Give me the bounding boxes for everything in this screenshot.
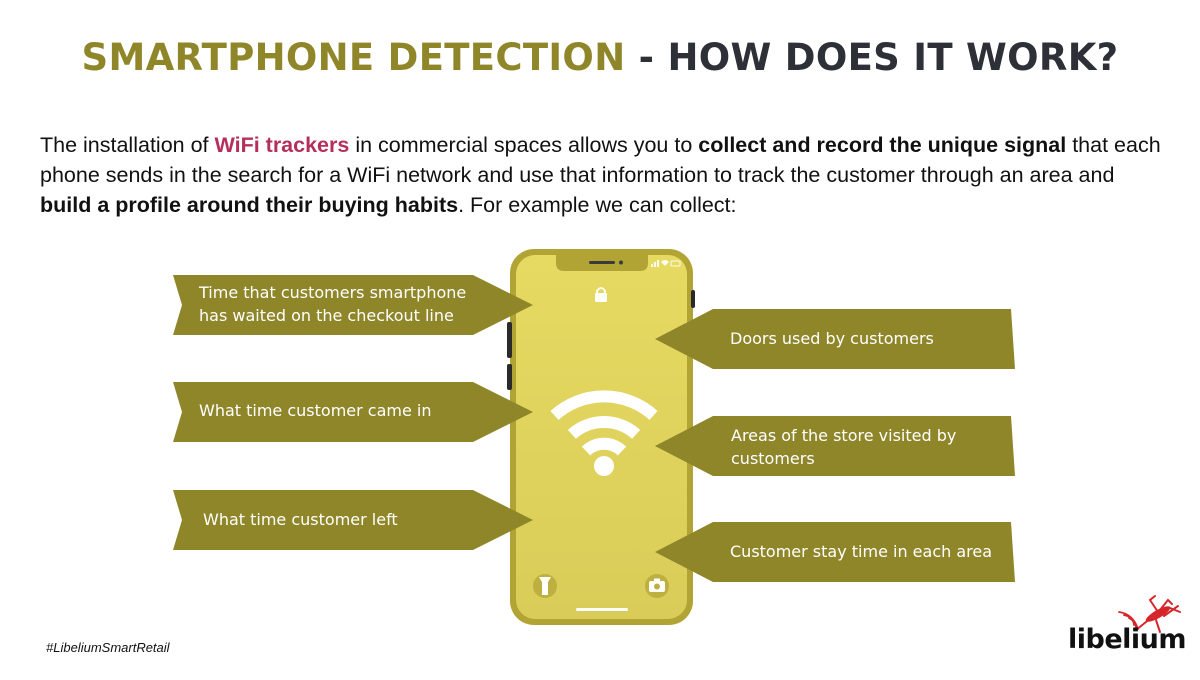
banner-right-2 [655,416,1015,476]
lock-icon [595,287,607,302]
title-rest: - HOW DOES IT WORK? [625,36,1119,79]
mosquito-icon [1118,595,1181,633]
intro-paragraph: The installation of WiFi trackers in com… [40,130,1170,220]
label-doors-used: Doors used by customers [730,329,934,348]
intro-text: that each phone sends in the search for … [40,133,1161,187]
label-time-came-in: What time customer came in [199,401,432,420]
intro-bold: collect and record the unique signal [698,133,1067,157]
banner-left-1 [173,275,533,335]
banner-left-2 [173,382,533,442]
banner-right-3 [655,522,1015,582]
intro-bold: build a profile around their buying habi… [40,193,459,217]
title-accent: SMARTPHONE DETECTION [81,36,626,79]
intro-text: . For example we can collect: [458,193,737,217]
signal-icon [651,260,659,267]
battery-icon [670,260,681,267]
page-title: SMARTPHONE DETECTION - HOW DOES IT WORK? [0,36,1200,79]
label-stay-time: Customer stay time in each area [730,542,993,561]
label-time-left: What time customer left [203,510,398,529]
camera-icon [645,574,669,598]
phone-screen [516,255,687,619]
intro-text: The installation of [40,133,215,157]
banner-right-1 [655,309,1015,369]
intro-text: in commercial spaces allows you to [349,133,699,157]
wifi-status-icon [661,260,669,266]
flashlight-icon [533,574,557,598]
intro-highlight: WiFi trackers [214,133,350,157]
libelium-logo: libelium [1068,624,1187,655]
hashtag: #LibeliumSmartRetail [46,640,170,655]
banner-left-3 [173,490,533,550]
home-indicator [576,608,628,611]
wifi-icon [550,390,658,456]
